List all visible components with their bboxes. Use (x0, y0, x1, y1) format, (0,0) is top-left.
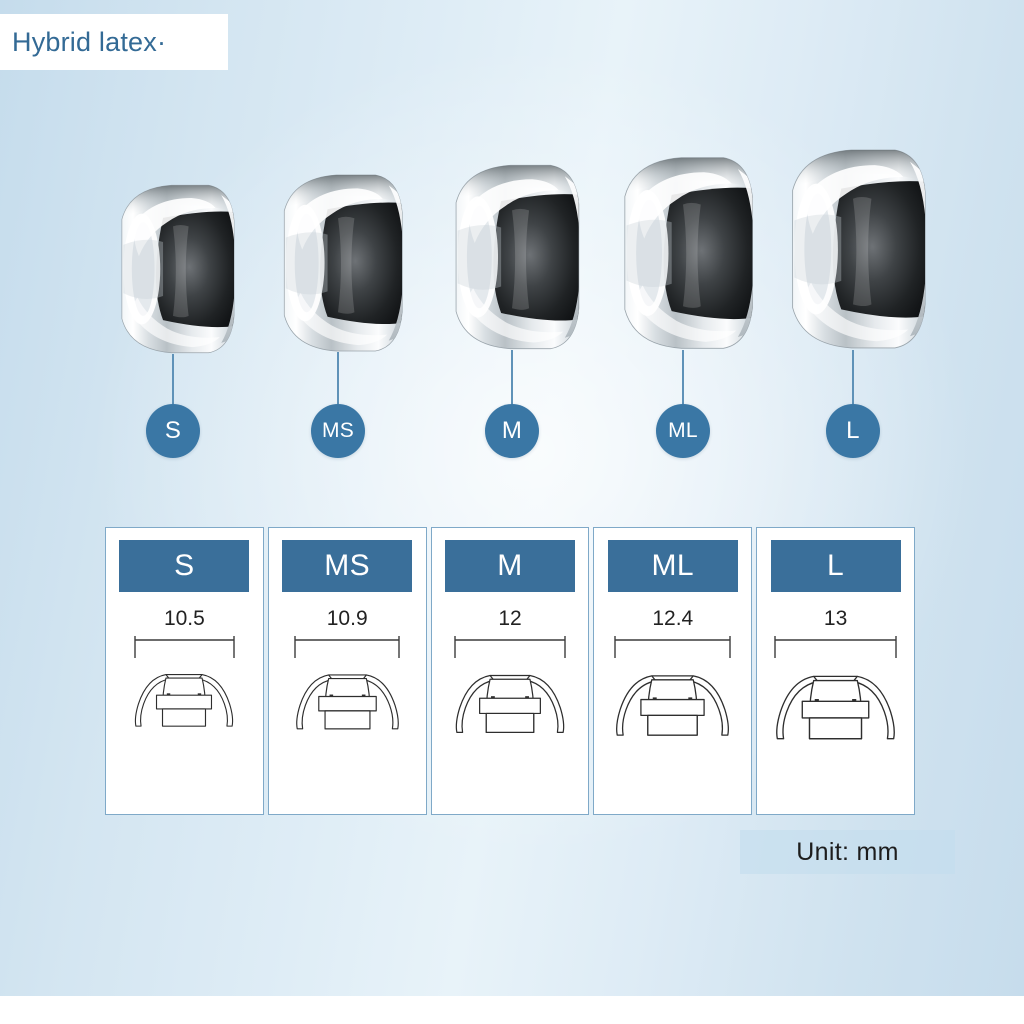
unit-box: Unit: mm (740, 830, 955, 874)
diameter-value-m: 12 (498, 607, 522, 630)
bottom-white-strip (0, 996, 1024, 1024)
title-banner: Hybrid latex· (0, 14, 228, 70)
eartip-cross-section-l (768, 666, 903, 747)
diameter-value-l: 13 (823, 607, 848, 630)
spec-header-l: L (770, 540, 901, 592)
dimension-line (134, 634, 235, 660)
dimension-group: 12.4 (594, 608, 751, 660)
eartip-cross-section-ms (289, 666, 406, 736)
spec-cell-ml: ML 12.4 (593, 527, 753, 815)
size-badge-label: MS (321, 419, 355, 442)
unit-label: Unit: mm (796, 837, 899, 866)
connector-line-ms (337, 352, 339, 404)
eartip-render-s (102, 176, 244, 362)
spec-header-m: M (444, 540, 576, 592)
spec-cell-s: S 10.5 (105, 527, 264, 815)
spec-cell-m: M 12 (430, 527, 590, 815)
spec-cell-ms: MS 10.9 (267, 527, 427, 815)
diameter-value-ml: 12.4 (652, 607, 694, 630)
spec-cell-l: L 13 (756, 527, 915, 815)
spec-header-ms: MS (282, 540, 413, 592)
spec-header-s: S (119, 540, 250, 592)
page-title: Hybrid latex· (12, 26, 167, 57)
size-badge-s[interactable]: S (146, 404, 200, 458)
dimension-line (774, 634, 897, 660)
eartip-render-ml (600, 148, 766, 358)
size-badge-label: M (501, 417, 523, 444)
eartip-render-l (766, 140, 940, 358)
connector-line-m (511, 350, 513, 404)
spec-header-ml: ML (607, 540, 738, 592)
eartip-cross-section-ml (608, 666, 737, 743)
size-badge-m[interactable]: M (485, 404, 539, 458)
size-badge-label: S (164, 417, 182, 444)
dimension-line (454, 634, 566, 660)
connector-line-l (852, 350, 854, 404)
size-spec-table: S 10.5 MS 10.9 (105, 527, 915, 815)
dimension-group: 12 (432, 608, 589, 660)
eartip-cross-section-m (448, 666, 572, 740)
dimension-line (294, 634, 400, 660)
connector-line-ml (682, 350, 684, 404)
diameter-value-ms: 10.9 (326, 607, 368, 630)
dimension-group: 10.9 (269, 608, 426, 660)
size-badge-l[interactable]: L (826, 404, 880, 458)
eartip-render-ms (263, 166, 413, 360)
dimension-group: 13 (757, 608, 914, 660)
diameter-value-s: 10.5 (163, 607, 205, 630)
dimension-group: 10.5 (106, 608, 263, 660)
dimension-line (614, 634, 731, 660)
size-badge-label: L (846, 417, 860, 444)
size-badge-ml[interactable]: ML (656, 404, 710, 458)
connector-line-s (172, 354, 174, 404)
eartip-render-m (433, 156, 591, 358)
eartip-cross-section-s (128, 666, 240, 733)
size-badge-label: ML (668, 419, 698, 442)
size-badge-ms[interactable]: MS (311, 404, 365, 458)
